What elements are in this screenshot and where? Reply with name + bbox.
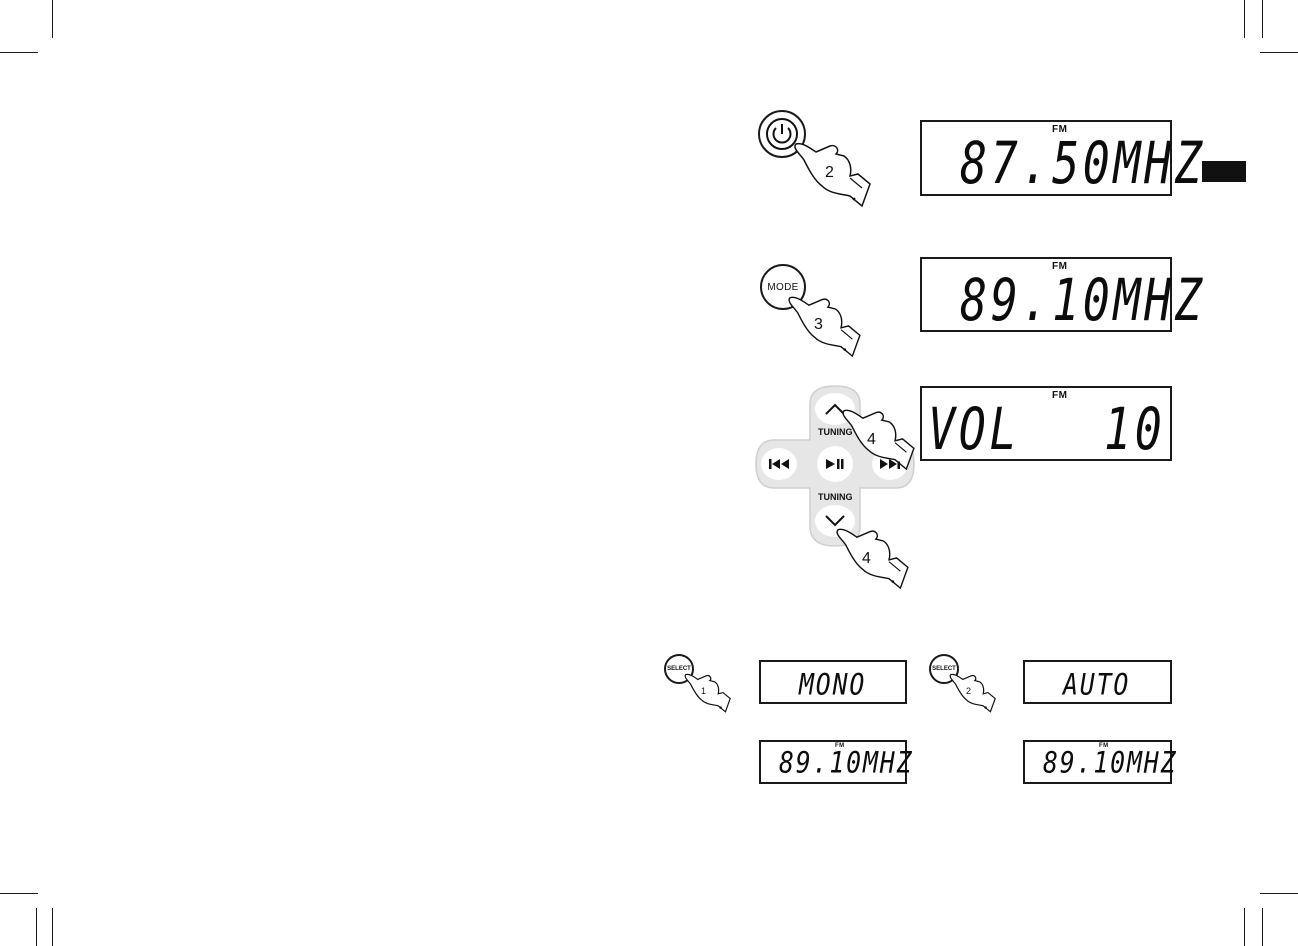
- svg-text:4: 4: [867, 431, 876, 448]
- pointing-hand-icon: [842, 409, 915, 471]
- svg-text:TUNING: TUNING: [818, 492, 853, 502]
- skip-back-icon: [769, 459, 789, 469]
- play-pause-button[interactable]: [817, 446, 853, 482]
- chevron-up-icon: [825, 403, 845, 415]
- fm-frequency-display: FM 89.10MHZ: [1023, 740, 1176, 784]
- mode-display: AUTO: [1023, 660, 1172, 704]
- svg-text:1: 1: [701, 686, 706, 696]
- fm-band-indicator: FM: [1052, 390, 1068, 401]
- tuning-down-label: TUNING: [818, 492, 853, 502]
- frequency-readout: 89.10MHZ: [779, 746, 914, 781]
- svg-text:2: 2: [825, 164, 834, 181]
- pointing-hand-icon: [684, 673, 731, 713]
- fm-frequency-display: FM 89.10MHZ: [759, 740, 912, 784]
- svg-text:4: 4: [862, 550, 871, 567]
- step-number-label: 2: [825, 164, 834, 181]
- svg-text:3: 3: [814, 316, 823, 333]
- volume-level-readout: 10: [1104, 396, 1166, 463]
- pointing-hand-icon: [949, 673, 996, 713]
- fm-band-indicator: FM: [1052, 261, 1068, 272]
- chevron-down-icon: [825, 515, 845, 527]
- volume-label-readout: VOL: [928, 396, 1021, 463]
- select-button-label: SELECT: [932, 666, 956, 672]
- select-button-label: SELECT: [667, 666, 691, 672]
- step-number-label: 4: [862, 550, 871, 567]
- frequency-readout: 89.10MHZ: [1043, 746, 1178, 781]
- pointing-hand-icon: [794, 142, 871, 208]
- fm-band-indicator: FM: [835, 743, 845, 749]
- fm-frequency-display: FM 87.50MHZ: [920, 120, 1202, 197]
- mode-display: MONO: [759, 660, 907, 704]
- pointing-hand-icon: [836, 528, 909, 590]
- volume-display: FM VOL 10: [920, 386, 1172, 463]
- svg-text:2: 2: [966, 686, 971, 696]
- fm-frequency-display: FM 89.10MHZ: [920, 257, 1202, 334]
- play-pause-icon: [826, 459, 844, 469]
- step-number-label: 2: [966, 686, 971, 696]
- svg-text:TUNING: TUNING: [818, 427, 853, 437]
- pointing-hand-icon: [788, 296, 861, 358]
- language-tab: [1202, 161, 1246, 182]
- step-number-label: 3: [814, 316, 823, 333]
- fm-band-indicator: FM: [1052, 124, 1068, 135]
- tuning-up-label: TUNING: [818, 427, 853, 437]
- frequency-readout: 89.10MHZ: [960, 267, 1206, 334]
- power-icon: [766, 118, 798, 150]
- step-number-label: 1: [701, 686, 706, 696]
- step-number-label: 4: [867, 431, 876, 448]
- fm-band-indicator: FM: [1099, 743, 1109, 749]
- select-button[interactable]: SELECT: [929, 654, 959, 684]
- skip-forward-icon: [880, 459, 900, 469]
- audio-mode-readout: MONO: [799, 668, 867, 703]
- frequency-readout: 87.50MHZ: [960, 130, 1206, 197]
- audio-mode-readout: AUTO: [1063, 668, 1131, 703]
- mode-button-label: MODE: [767, 281, 799, 293]
- skip-back-button[interactable]: [761, 448, 797, 480]
